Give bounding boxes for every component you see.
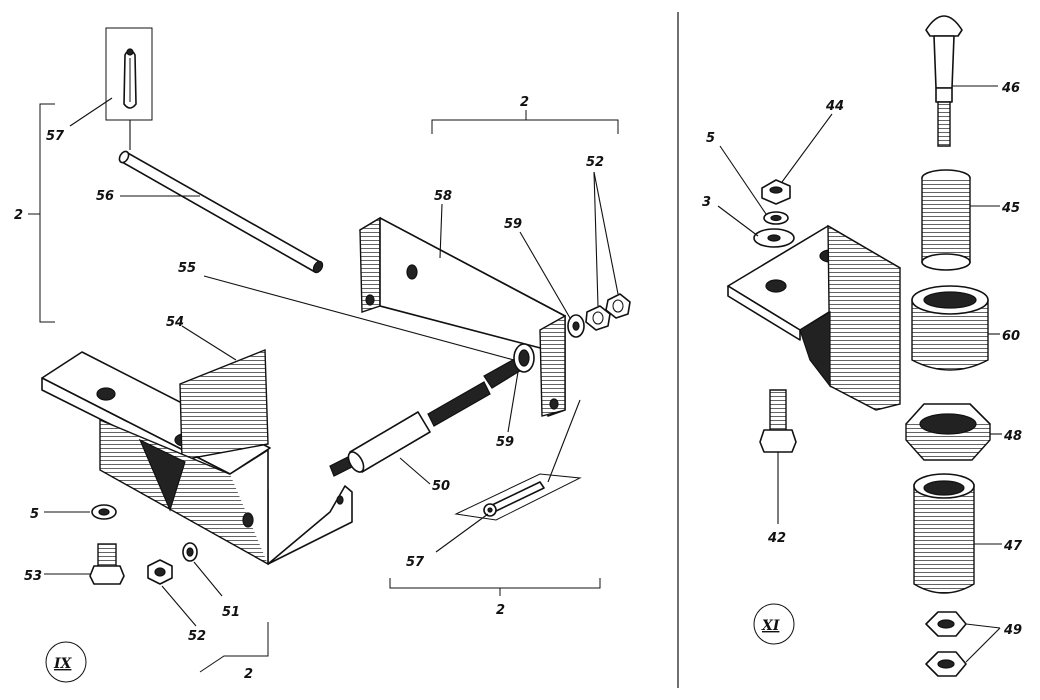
callout-57-top: 57: [46, 129, 65, 144]
bracket-2-bottom: [389, 578, 601, 589]
callout-52-bottom: 52: [188, 629, 206, 644]
angle-bracket-right: [727, 224, 901, 411]
view-ix-circle: [45, 641, 87, 683]
callout-45: 45: [1001, 201, 1020, 216]
callout-48: 48: [1003, 429, 1022, 444]
hex-nut-48: [905, 403, 991, 461]
callout-5-right: 5: [706, 131, 715, 146]
bolt-53: [89, 543, 125, 585]
callout-57-bottom: 57: [406, 555, 425, 570]
leader-44: [781, 113, 833, 183]
bracket-2-top: [431, 119, 619, 134]
callout-56: 56: [96, 189, 114, 204]
bracket-2-small: [199, 622, 269, 673]
view-ix-label: IX: [53, 656, 73, 672]
callout-49: 49: [1003, 623, 1022, 638]
washer-51: [182, 542, 198, 562]
callout-42: 42: [767, 531, 786, 546]
callout-51: 51: [222, 605, 240, 620]
view-xi-circle: [753, 603, 795, 645]
bracket-plate-58: [359, 216, 566, 417]
callout-2-bottom: 2: [496, 603, 505, 618]
main-bracket-54: [41, 348, 353, 566]
washer-59-top: [567, 314, 585, 338]
leader-52a: [593, 171, 599, 307]
bolt-55: [483, 343, 535, 389]
rod-56: [118, 150, 324, 274]
bolt-42: [759, 389, 797, 453]
nuts-49: [925, 611, 967, 677]
leader-57b: [435, 513, 489, 553]
callout-59-top: 59: [504, 217, 522, 232]
threaded-sleeve-47: [913, 473, 975, 594]
washer-5-right: [763, 211, 789, 225]
bolt-46: [925, 15, 963, 147]
callout-2-small: 2: [244, 667, 253, 682]
leader-59-top: [519, 231, 571, 319]
washer-3: [753, 228, 795, 248]
sleeve-60: [911, 285, 989, 371]
callout-44: 44: [825, 99, 844, 114]
nuts-52-top: [585, 293, 631, 331]
callout-58: 58: [434, 189, 452, 204]
callout-5-left: 5: [30, 507, 39, 522]
leader-51: [193, 561, 223, 597]
callout-50: 50: [432, 479, 450, 494]
view-xi-label: XI: [761, 618, 780, 634]
callout-52-top: 52: [586, 155, 604, 170]
leader-3: [717, 205, 759, 237]
callout-2-top: 2: [520, 95, 529, 110]
leader-5-right: [719, 145, 767, 215]
nut-44: [761, 179, 791, 205]
callout-54: 54: [166, 315, 184, 330]
callout-46: 46: [1001, 81, 1020, 96]
callout-59-bottom: 59: [496, 435, 514, 450]
spring-45: [921, 169, 971, 271]
leader-58: [439, 203, 443, 259]
cotter-pin-57-bottom: [454, 399, 582, 521]
threaded-rod-50: [329, 381, 491, 477]
leader-54: [181, 325, 237, 361]
callout-47: 47: [1003, 539, 1023, 554]
callout-60: 60: [1002, 329, 1020, 344]
callout-55: 55: [178, 261, 196, 276]
nut-52-bottom: [147, 559, 173, 585]
callout-2-left: 2: [14, 208, 23, 223]
leader-55: [203, 275, 515, 361]
washer-5-left: [91, 504, 117, 520]
bracket-2-left: [39, 103, 55, 323]
leader-50: [399, 457, 431, 485]
leader-57a: [69, 97, 113, 127]
callout-3: 3: [702, 195, 711, 210]
callout-53: 53: [24, 569, 42, 584]
leader-52-bottom: [161, 585, 197, 627]
leader-59-bottom: [507, 371, 519, 433]
leader-49a: [965, 623, 1001, 629]
leader-52b: [593, 171, 619, 295]
cotter-pin-57-inset: [105, 27, 153, 150]
leader-49b: [965, 627, 1001, 663]
